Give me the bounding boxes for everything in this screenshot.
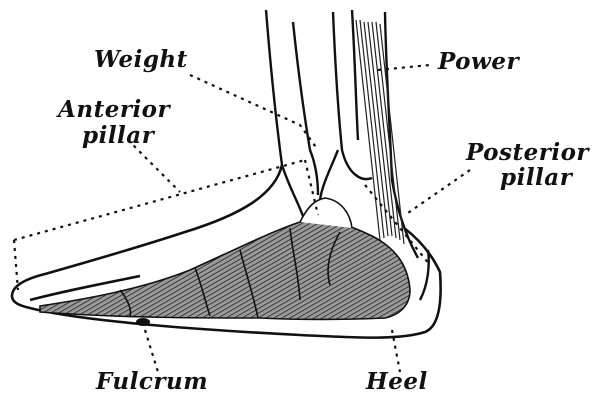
heel-label: Heel (366, 370, 428, 394)
tendon-lines (356, 20, 404, 244)
anterior-label: Anterior (58, 98, 170, 122)
fulcrum-marker (136, 318, 150, 326)
anterior-pillar-label: pillar (82, 124, 154, 148)
fulcrum-label: Fulcrum (96, 370, 208, 394)
power-label: Power (438, 50, 519, 74)
posterior-pillar-label: pillar (500, 166, 572, 190)
weight-label: Weight (94, 48, 188, 72)
posterior-label: Posterior (466, 141, 589, 165)
